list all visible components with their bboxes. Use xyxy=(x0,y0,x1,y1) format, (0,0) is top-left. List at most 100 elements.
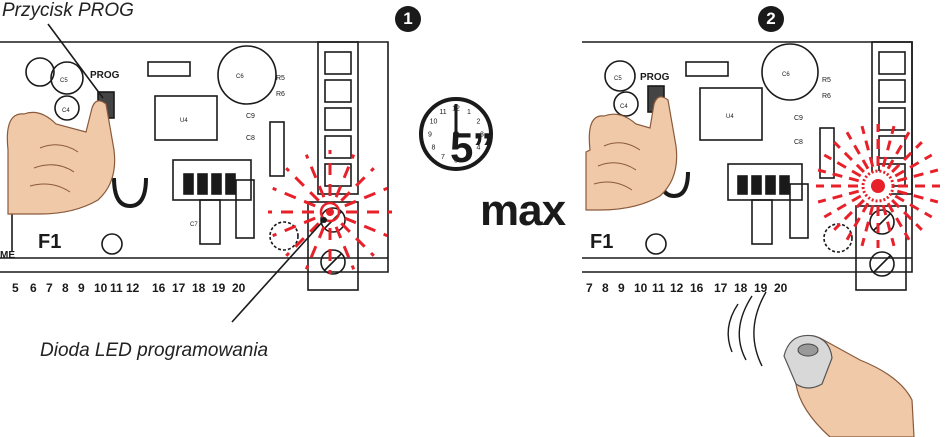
signal-wave xyxy=(728,304,738,352)
component-strip xyxy=(148,62,190,76)
terminal-slot xyxy=(325,136,351,158)
led-ray xyxy=(824,155,860,176)
led-ray xyxy=(834,142,864,172)
resistor xyxy=(270,122,284,176)
component-u4: U4 xyxy=(726,114,734,120)
terminal-slot xyxy=(325,80,351,102)
terminal-slot xyxy=(879,52,905,74)
terminal-number: 16 xyxy=(152,281,166,295)
dip-toggle xyxy=(752,176,761,194)
component-c6: C6 xyxy=(236,74,244,80)
capacitor xyxy=(26,58,54,86)
terminal-number: 16 xyxy=(690,281,704,295)
remote-button xyxy=(798,344,818,356)
dip-toggle xyxy=(738,176,747,194)
component-c6: C6 xyxy=(782,72,790,78)
signal-wave xyxy=(754,292,766,366)
fuse-label: F1 xyxy=(590,231,613,253)
timer-max-label: max xyxy=(480,186,565,236)
component-strip xyxy=(686,62,728,76)
step-2-badge: 2 xyxy=(758,6,784,32)
clock-number: 8 xyxy=(432,145,436,152)
led-ray xyxy=(892,142,922,172)
prog-silkscreen: PROG xyxy=(90,70,120,81)
component-c9: C9 xyxy=(246,113,255,120)
component-c4: C4 xyxy=(620,104,628,110)
terminal-slot xyxy=(325,52,351,74)
terminal-slot xyxy=(879,108,905,130)
terminal-block xyxy=(318,42,358,194)
capacitor-c6 xyxy=(218,46,276,104)
terminal-number: 7 xyxy=(46,281,53,295)
led-ray xyxy=(345,188,388,206)
clock-number: 1 xyxy=(467,109,471,116)
remote-control-illustration xyxy=(728,292,914,437)
component xyxy=(752,200,772,244)
led-ray xyxy=(273,218,316,236)
led-pointer-dot xyxy=(321,217,327,223)
component-c9: C9 xyxy=(794,115,803,122)
terminal-number: 17 xyxy=(172,281,186,295)
dip-toggle xyxy=(212,174,221,194)
programming-led xyxy=(326,208,334,216)
terminal-number: 7 xyxy=(586,281,593,295)
component-c5: C5 xyxy=(614,76,622,82)
terminal-number: 10 xyxy=(634,281,648,295)
terminal-number: 5 xyxy=(12,281,19,295)
led-ray xyxy=(273,188,316,206)
led-ray xyxy=(847,203,868,239)
terminal-number: 18 xyxy=(192,281,206,295)
led-ray xyxy=(345,218,388,236)
capacitor-c6 xyxy=(762,44,818,100)
jumper-ring xyxy=(102,234,122,254)
screw-slot xyxy=(325,254,341,270)
terminal-number: 8 xyxy=(602,281,609,295)
dip-toggle xyxy=(780,176,789,194)
jumper-ring xyxy=(646,234,666,254)
terminal-number: 10 xyxy=(94,281,108,295)
dip-toggle xyxy=(198,174,207,194)
screw-terminal xyxy=(308,202,358,290)
prog-button-label: Przycisk PROG xyxy=(2,0,134,22)
clock-number: 12 xyxy=(452,106,460,113)
terminal-number: 19 xyxy=(212,281,226,295)
terminal-number: 11 xyxy=(652,281,665,295)
terminal-number: 11 xyxy=(110,281,123,295)
component-r5: R5 xyxy=(276,75,285,82)
component-c5: C5 xyxy=(60,78,68,84)
led-ray xyxy=(306,155,324,198)
led-ray xyxy=(847,132,868,168)
hand-right xyxy=(586,97,677,210)
dip-toggle xyxy=(766,176,775,194)
component-r6: R6 xyxy=(276,91,285,98)
hook-part xyxy=(114,178,146,206)
dip-toggle xyxy=(226,174,235,194)
clock-number: 7 xyxy=(441,154,445,161)
terminal-number: 6 xyxy=(30,281,37,295)
clock-number: 11 xyxy=(439,109,446,116)
terminal-number: 8 xyxy=(62,281,69,295)
terminal-slot xyxy=(879,80,905,102)
component-c4: C4 xyxy=(62,108,70,114)
prog-leader-line xyxy=(48,24,103,98)
terminal-numbers-right: 7891011121617181920 xyxy=(586,281,788,295)
terminal-number: 20 xyxy=(774,281,788,295)
terminal-number: 18 xyxy=(734,281,748,295)
dip-toggle xyxy=(184,174,193,194)
terminal-number: 9 xyxy=(618,281,625,295)
component-u4: U4 xyxy=(180,118,188,124)
led-leader-line xyxy=(232,220,324,322)
component-c8: C8 xyxy=(794,139,803,146)
side-label: ME xyxy=(0,250,15,261)
terminal-number: 17 xyxy=(714,281,728,295)
terminal-number: 12 xyxy=(126,281,140,295)
terminal-number: 20 xyxy=(232,281,246,295)
signal-wave xyxy=(739,296,752,360)
component-r5: R5 xyxy=(822,77,831,84)
component-c7: C7 xyxy=(190,222,198,228)
clock-number: 9 xyxy=(428,132,432,139)
step-1-badge: 1 xyxy=(395,6,421,32)
terminal-slot xyxy=(325,108,351,130)
programming-led-core xyxy=(871,179,885,193)
